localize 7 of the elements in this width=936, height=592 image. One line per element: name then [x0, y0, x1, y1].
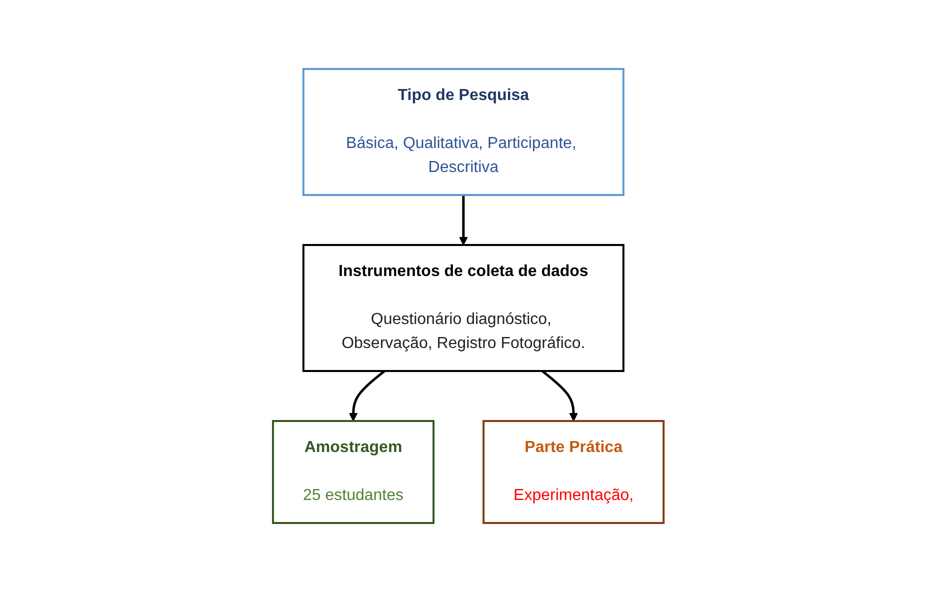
node-box: Parte Prática Experimentação,: [482, 420, 664, 524]
arrow: [348, 370, 386, 422]
node-box: Tipo de Pesquisa Básica, Qualitativa, Participante, Descritiva: [302, 68, 624, 196]
arrow: [541, 370, 578, 422]
node-box: Instrumentos de coleta de dados Questionário diagnóstico, Observação, Registro Fotográfico.: [302, 244, 624, 372]
arrow: [458, 195, 468, 246]
node-box: Amostragem 25 estudantes: [272, 420, 434, 524]
